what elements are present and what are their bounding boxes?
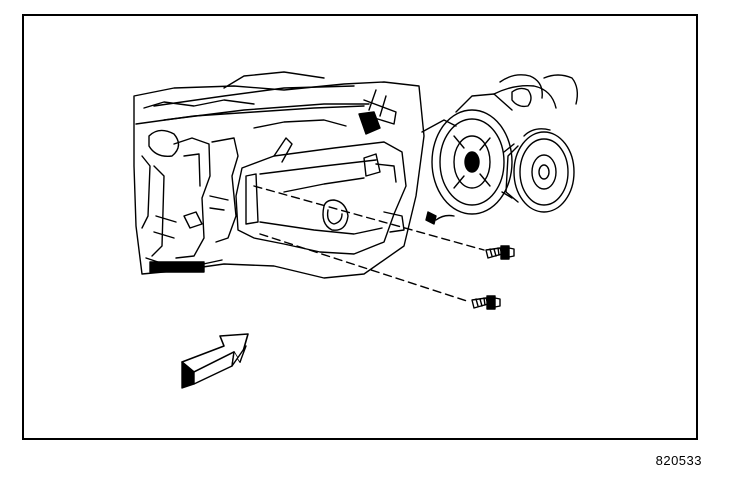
engine-bracket-illustration (133, 71, 579, 389)
mounting-bracket (235, 137, 407, 255)
bolt-icon (471, 295, 501, 310)
alignment-lines (253, 185, 485, 303)
figure-frame (22, 14, 698, 440)
crankshaft-pulley (431, 84, 557, 215)
arrow-right-icon (181, 333, 249, 389)
accessory-pulley (501, 128, 575, 213)
upper-accessories (421, 74, 579, 225)
figure-id-label: 820533 (655, 453, 702, 468)
intake-tubes (153, 71, 397, 135)
bolt-icon (485, 245, 515, 260)
